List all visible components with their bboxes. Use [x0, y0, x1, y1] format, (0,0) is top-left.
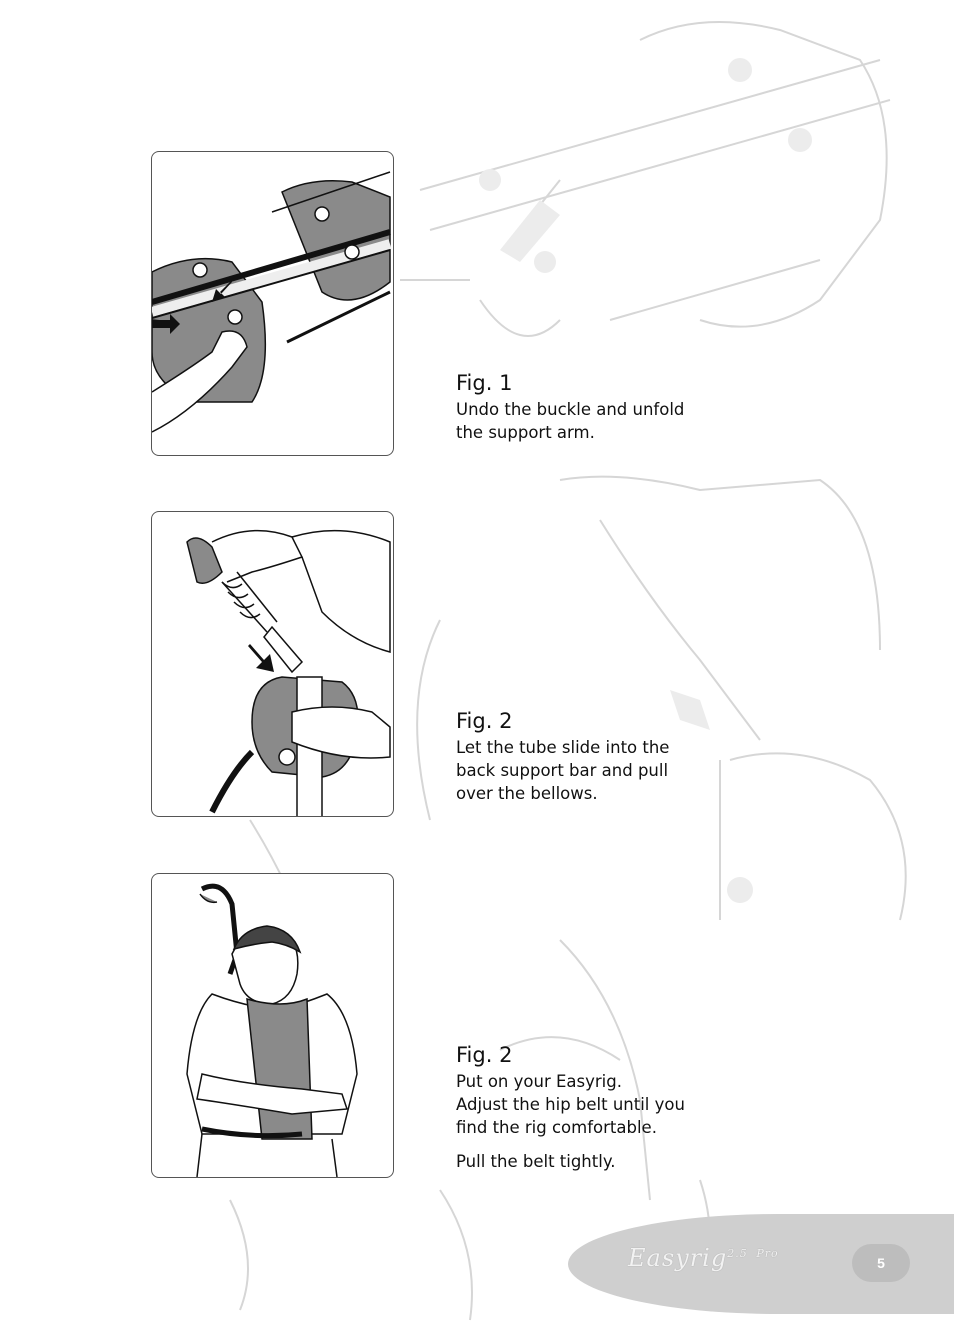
figure-1-line-2: the support arm.: [456, 423, 595, 442]
figure-3-caption: Fig. 2 Put on your Easyrig. Adjust the h…: [456, 1042, 736, 1173]
figure-3-extra-line: Pull the belt tightly.: [456, 1152, 616, 1171]
page-number: 5: [877, 1255, 885, 1271]
figure-1-caption: Fig. 1 Undo the buckle and unfold the su…: [456, 370, 736, 444]
figure-3-illustration: [151, 873, 394, 1178]
figure-1-line-1: Undo the buckle and unfold: [456, 400, 685, 419]
figure-2-caption: Fig. 2 Let the tube slide into the back …: [456, 708, 736, 805]
figure-2-line-3: over the bellows.: [456, 784, 598, 803]
brand-logo: Easyrig2.5 Pro: [628, 1244, 779, 1272]
figure-2-illustration: [151, 511, 394, 817]
figure-1-illustration: [151, 151, 394, 456]
page-number-badge: 5: [852, 1244, 910, 1282]
figure-2-title: Fig. 2: [456, 709, 513, 733]
figure-2-line-1: Let the tube slide into the: [456, 738, 670, 757]
figure-3-line-1: Put on your Easyrig.: [456, 1072, 622, 1091]
figure-3-line-3: find the rig comfortable.: [456, 1118, 657, 1137]
figure-3-line-2: Adjust the hip belt until you: [456, 1095, 685, 1114]
figure-3-title: Fig. 2: [456, 1043, 513, 1067]
brand-name: Easyrig: [628, 1244, 728, 1272]
figure-1-title: Fig. 1: [456, 371, 513, 395]
brand-sub: Pro: [756, 1247, 779, 1260]
figure-2-line-2: back support bar and pull: [456, 761, 669, 780]
brand-mark: 2.5: [727, 1247, 748, 1260]
